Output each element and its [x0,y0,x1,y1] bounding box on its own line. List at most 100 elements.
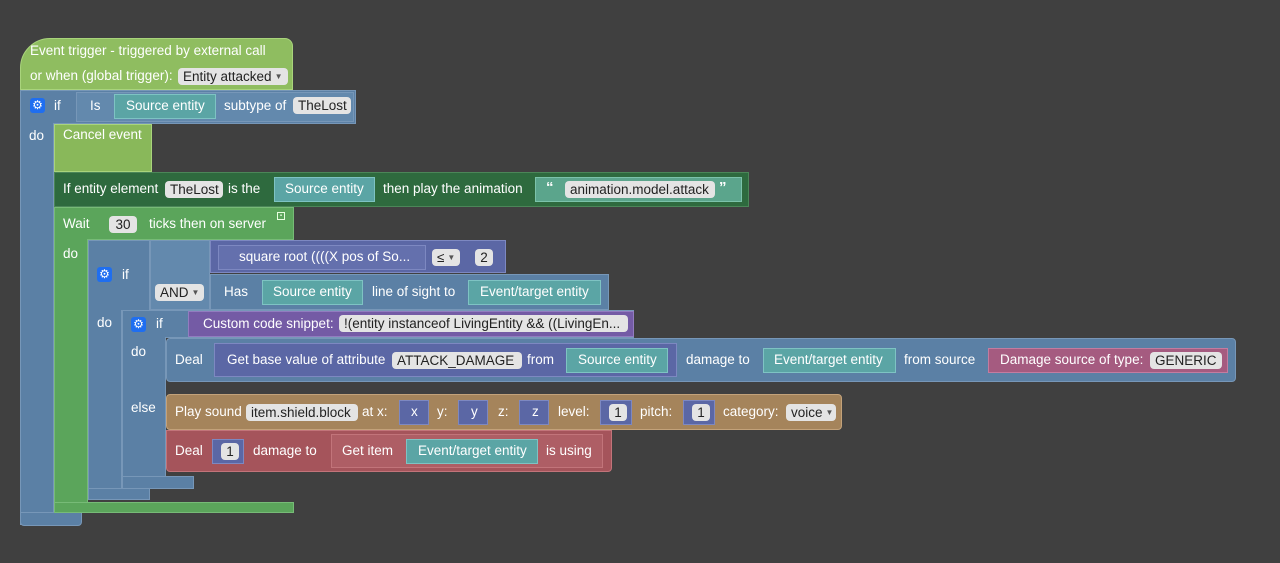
is-the-label: is the [228,181,261,196]
is-label: Is [90,98,101,113]
y-value: y [471,404,478,419]
outer-if-left-rail [20,123,54,525]
and-value: AND [160,285,189,300]
custom-code-field[interactable]: !(entity instanceof LivingEntity && ((Li… [339,315,628,332]
has-label: Has [224,284,249,299]
source-entity-label-1: Source entity [126,98,205,113]
wait-ticks-field[interactable]: 30 [109,216,137,233]
z-label: z: [498,404,509,419]
cancel-event-block[interactable] [54,124,152,172]
source-entity-block-3[interactable] [262,280,363,305]
damage-source-label: Damage source of type: [1000,352,1144,367]
comment-icon[interactable]: ▪ [277,212,285,220]
sqrt-block[interactable] [218,245,426,270]
chevron-down-icon: ▼ [825,408,834,417]
outer-do-label: do [29,128,45,143]
close-quote-icon: ” [719,179,727,196]
wait-do-label: do [63,246,79,261]
damage-to-label-2: damage to [253,443,317,458]
category-value: voice [791,405,823,420]
wait-label: Wait [63,216,90,231]
if2-label: if [122,267,129,282]
gear-icon[interactable]: ⚙ [97,267,112,282]
custom-code-label: Custom code snippet: [203,316,334,331]
target-entity-block-2[interactable] [763,348,896,373]
animation-name-field[interactable]: animation.model.attack [565,181,715,198]
entity-element-field[interactable]: TheLost [165,181,223,198]
sound-name-field[interactable]: item.shield.block [246,404,358,421]
pitch-label: pitch: [640,404,673,419]
event-trigger-title: Event trigger - triggered by external ca… [30,43,266,58]
compare-operator-value: ≤ [437,250,445,265]
source-entity-block-4[interactable] [566,348,668,373]
if2-left-rail [88,310,122,500]
y-value-block[interactable] [458,400,488,425]
and-dropdown[interactable]: AND▼ [155,284,204,301]
compare-value-field[interactable]: 2 [475,249,493,266]
at-x-label: at x: [362,404,388,419]
compare-operator-dropdown[interactable]: ≤▼ [432,249,460,266]
chevron-down-icon: ▼ [191,288,200,297]
amount-field[interactable]: 1 [221,443,239,460]
gear-icon[interactable]: ⚙ [131,317,146,332]
play-sound-label: Play sound [175,404,242,419]
source-entity-block-2[interactable] [274,177,375,202]
if3-bottom-cap [122,476,194,489]
global-trigger-dropdown[interactable]: Entity attacked▼ [178,68,288,85]
source-entity-label-2: Source entity [285,181,364,196]
get-item-label: Get item [342,443,394,458]
sqrt-label: square root ((((X pos of So... [239,249,411,264]
then-play-label: then play the animation [383,181,523,196]
wait-block[interactable] [54,207,294,240]
source-entity-label-3: Source entity [273,284,352,299]
if3-left-rail [122,337,166,489]
z-value: z [532,404,539,419]
target-entity-block-1[interactable] [468,280,601,305]
open-quote-icon: “ [546,179,554,196]
level-field[interactable]: 1 [609,404,627,421]
x-value-block[interactable] [399,400,429,425]
subtype-field[interactable]: TheLost [293,97,351,114]
if3-do-label: do [131,344,147,359]
attribute-label: Get base value of attribute [227,352,386,367]
is-using-label: is using [546,443,592,458]
damage-to-label-1: damage to [686,352,750,367]
line-of-sight-label: line of sight to [372,284,456,299]
if3-else-label: else [131,400,156,415]
deal-label-1: Deal [175,352,203,367]
wait-suffix-label: ticks then on server [149,216,267,231]
outer-if-bottom-cap [20,512,82,526]
category-dropdown[interactable]: voice▼ [786,404,836,421]
source-entity-block-1[interactable] [114,94,216,119]
if2-do-label: do [97,315,113,330]
target-entity-label-3: Event/target entity [418,443,527,458]
source-entity-label-4: Source entity [578,352,657,367]
from-label: from [527,352,554,367]
x-value: x [411,404,418,419]
global-trigger-value: Entity attacked [183,69,272,84]
pitch-field[interactable]: 1 [692,404,710,421]
y-label: y: [437,404,448,419]
damage-source-field[interactable]: GENERIC [1150,352,1222,369]
cancel-event-label: Cancel event [63,127,142,142]
target-entity-label-2: Event/target entity [774,352,883,367]
target-entity-label-1: Event/target entity [480,284,589,299]
from-source-label: from source [904,352,976,367]
wait-left-rail [54,239,88,513]
attribute-field[interactable]: ATTACK_DAMAGE [392,352,522,369]
wait-bottom-cap [54,502,294,513]
animation-prefix-label: If entity element [63,181,159,196]
outer-if-label: if [54,98,61,113]
if3-label: if [156,316,163,331]
target-entity-block-3[interactable] [406,439,538,464]
deal-label-2: Deal [175,443,203,458]
gear-icon[interactable]: ⚙ [30,98,45,113]
event-trigger-block[interactable] [20,38,293,90]
level-label: level: [558,404,590,419]
chevron-down-icon: ▼ [274,72,283,81]
chevron-down-icon: ▼ [447,253,456,262]
event-trigger-global-label: or when (global trigger): [30,68,173,83]
z-value-block[interactable] [519,400,549,425]
if2-bottom-cap [88,488,150,500]
category-label: category: [723,404,779,419]
